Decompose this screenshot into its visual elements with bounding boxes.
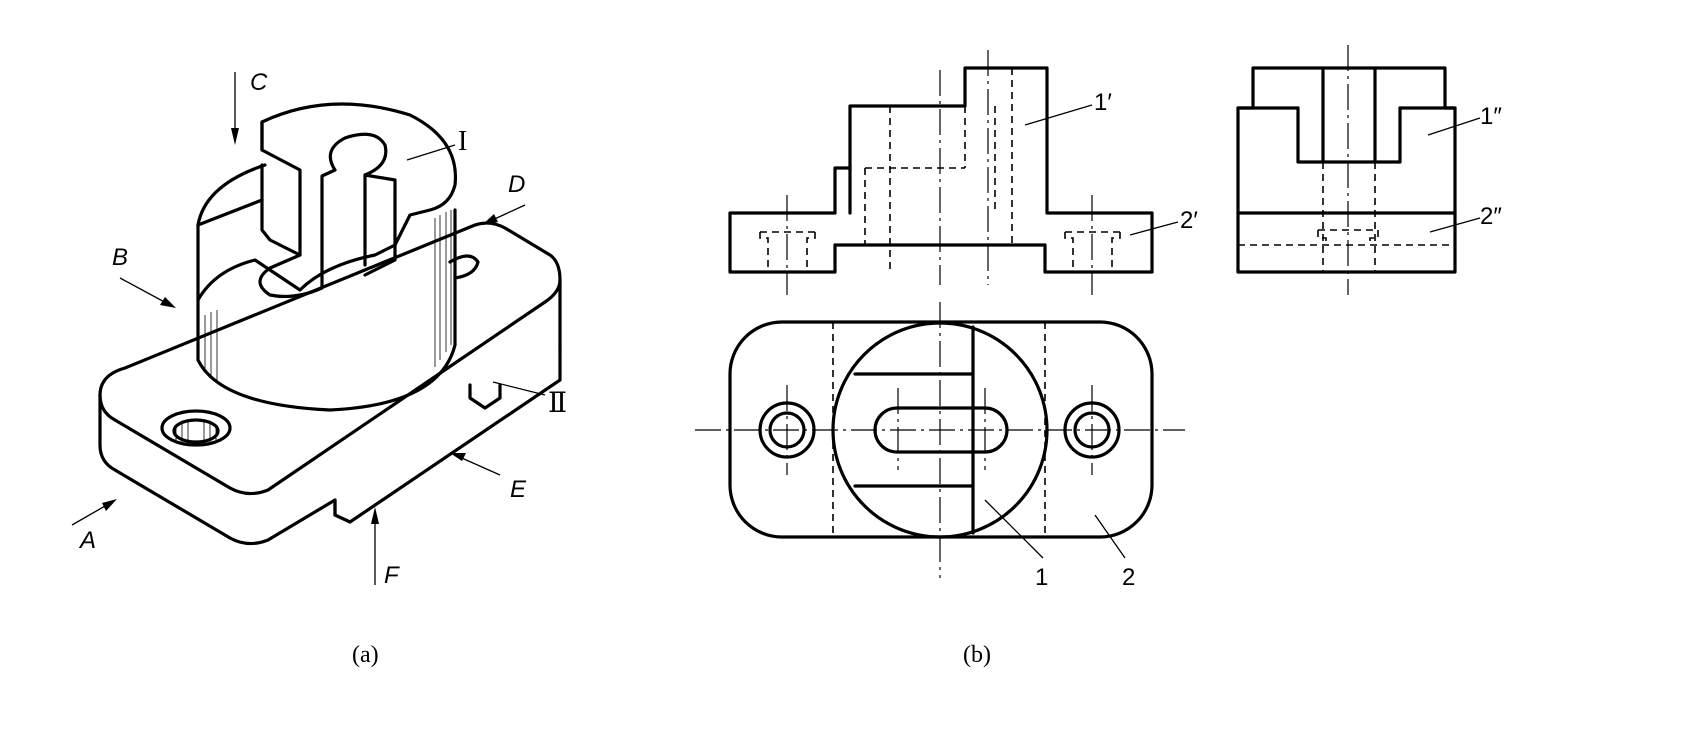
cylinder-body [196, 102, 458, 412]
caption-b: (b) [963, 642, 991, 668]
label-1: 1 [1035, 564, 1048, 591]
label-1-prime: 1′ [1094, 89, 1112, 116]
side-view: 1″ 2″ [1236, 45, 1502, 295]
base-plate [98, 221, 562, 546]
leader-i [406, 144, 456, 161]
label-e: E [510, 476, 527, 503]
label-a: A [78, 527, 96, 554]
label-b: B [112, 244, 128, 271]
label-2-prime: 2′ [1180, 207, 1198, 234]
isometric-view: C B D E A F I Ⅱ [71, 69, 567, 589]
direction-arrows [71, 72, 526, 585]
label-f: F [384, 562, 400, 589]
label-2: 2 [1122, 564, 1135, 591]
top-view: 1 2 [695, 302, 1185, 591]
label-part-ii: Ⅱ [548, 388, 567, 419]
label-2-dprime: 2″ [1480, 203, 1502, 230]
label-1-dprime: 1″ [1480, 103, 1502, 130]
label-d: D [508, 171, 525, 198]
caption-a: (a) [352, 642, 379, 668]
leader-ii [492, 381, 546, 396]
front-view: 1′ 2′ [728, 50, 1198, 295]
label-c: C [250, 69, 268, 96]
label-part-i: I [458, 126, 467, 157]
